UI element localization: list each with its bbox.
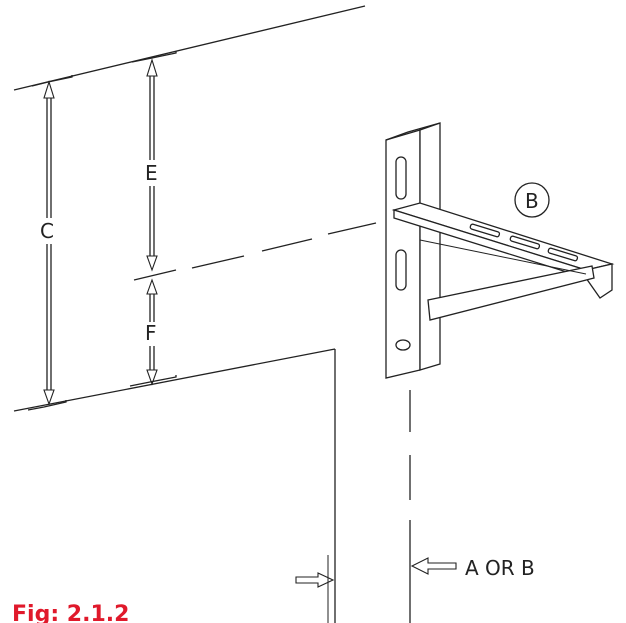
label-c: C <box>40 219 54 243</box>
callout-b: B <box>514 182 550 218</box>
a-or-b-indicator: A OR B <box>295 555 535 623</box>
dimension-f: F <box>129 278 177 387</box>
label-e: E <box>145 161 158 185</box>
dashed-alignment-line <box>191 222 377 269</box>
label-a-or-b: A OR B <box>465 556 535 580</box>
top-reference-line <box>13 5 366 91</box>
wall-bracket <box>385 122 615 379</box>
dimension-e: E <box>131 51 177 272</box>
label-b: B <box>525 189 539 213</box>
figure-caption: Fig: 2.1.2 <box>12 602 129 623</box>
dimension-c: C <box>27 75 73 411</box>
mid-reference-line <box>133 269 177 281</box>
label-f: F <box>145 321 157 345</box>
bottom-reference-line <box>13 348 336 412</box>
